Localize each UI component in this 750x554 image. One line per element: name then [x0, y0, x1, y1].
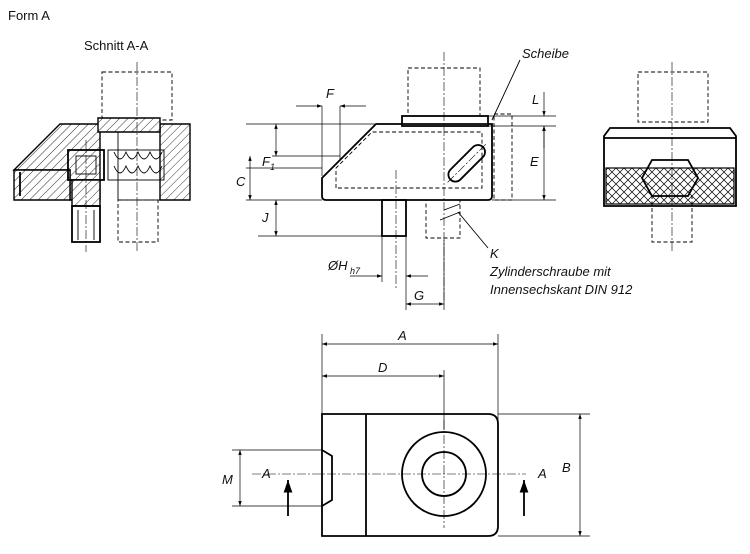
- dim-F: F: [326, 86, 335, 101]
- dim-D: D: [378, 360, 387, 375]
- dim-M: M: [222, 472, 233, 487]
- form-label: Form A: [8, 8, 50, 23]
- side-view: [603, 62, 737, 252]
- screw-callout-line1: Zylinderschraube mit: [489, 264, 612, 279]
- screw-callout-line2: Innensechskant DIN 912: [490, 282, 633, 297]
- dim-C: C: [236, 174, 246, 189]
- section-label: Schnitt A-A: [84, 38, 149, 53]
- front-view: Scheibe K Zylinderschraube mit Innensech…: [236, 46, 633, 310]
- top-view: A D B M A A: [222, 328, 590, 537]
- dim-H: ØH: [327, 258, 348, 273]
- section-view: [12, 62, 191, 252]
- screw-ref-label: K: [490, 246, 500, 261]
- dim-B: B: [562, 460, 571, 475]
- spring: [107, 149, 165, 181]
- dim-G: G: [414, 288, 424, 303]
- dim-F1: F: [262, 154, 271, 169]
- dim-A: A: [397, 328, 407, 343]
- dim-E: E: [530, 154, 539, 169]
- dim-F1-sub: 1: [270, 162, 275, 172]
- dim-L: L: [532, 92, 539, 107]
- section-mark-left: A: [261, 466, 271, 481]
- washer-callout: Scheibe: [522, 46, 569, 61]
- dim-H-sub: h7: [350, 266, 361, 276]
- section-mark-right: A: [537, 466, 547, 481]
- dim-J: J: [261, 210, 269, 225]
